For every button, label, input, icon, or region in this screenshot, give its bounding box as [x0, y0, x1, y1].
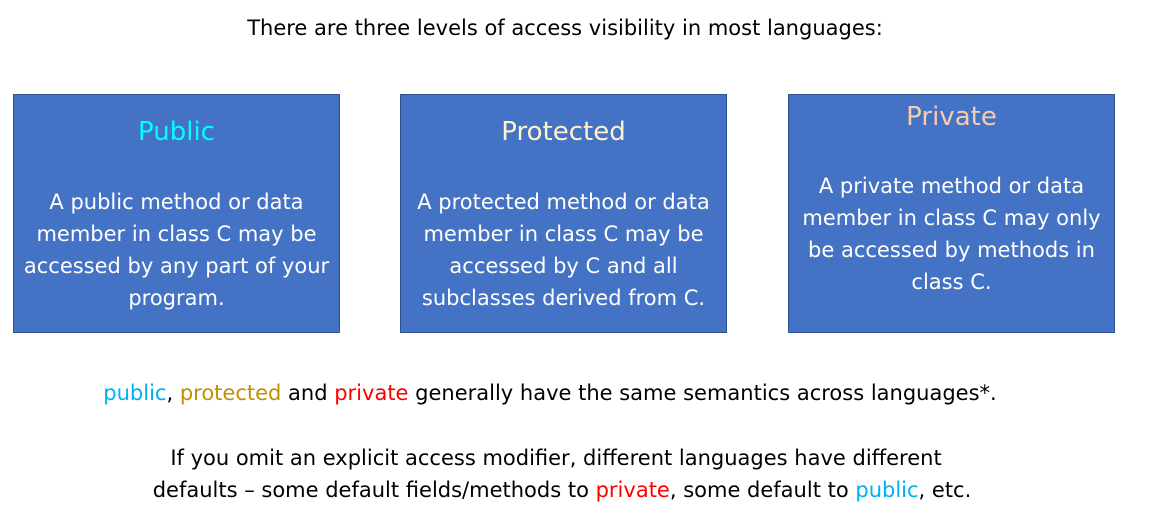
- public-description: A public method or data member in class …: [23, 190, 330, 310]
- defaults-note-line2: defaults – some default fields/methods t…: [12, 474, 1112, 506]
- protected-title: Protected: [501, 117, 626, 147]
- slide-heading: There are three levels of access visibil…: [247, 16, 883, 40]
- text: , some default to: [669, 478, 856, 502]
- text: , etc.: [918, 478, 972, 502]
- defaults-note-line1: If you omit an explicit access modifier,…: [170, 446, 942, 470]
- text: and: [281, 381, 335, 405]
- keyword-protected: protected: [179, 381, 282, 405]
- keyword-private: private: [334, 381, 409, 405]
- text: ,: [166, 381, 180, 405]
- public-box: Public A public method or data member in…: [13, 94, 340, 333]
- text: defaults – some default fields/methods t…: [152, 478, 596, 502]
- protected-description: A protected method or data member in cla…: [417, 190, 710, 310]
- text: generally have the same semantics across…: [408, 381, 997, 405]
- keyword-public: public: [855, 478, 919, 502]
- protected-box: Protected A protected method or data mem…: [400, 94, 727, 333]
- keyword-private: private: [595, 478, 670, 502]
- public-title: Public: [138, 117, 215, 147]
- private-title: Private: [906, 102, 997, 132]
- semantics-note: public, protected and private generally …: [0, 377, 1100, 409]
- private-description: A private method or data member in class…: [802, 174, 1101, 294]
- keyword-public: public: [103, 381, 167, 405]
- private-box: Private A private method or data member …: [788, 94, 1115, 333]
